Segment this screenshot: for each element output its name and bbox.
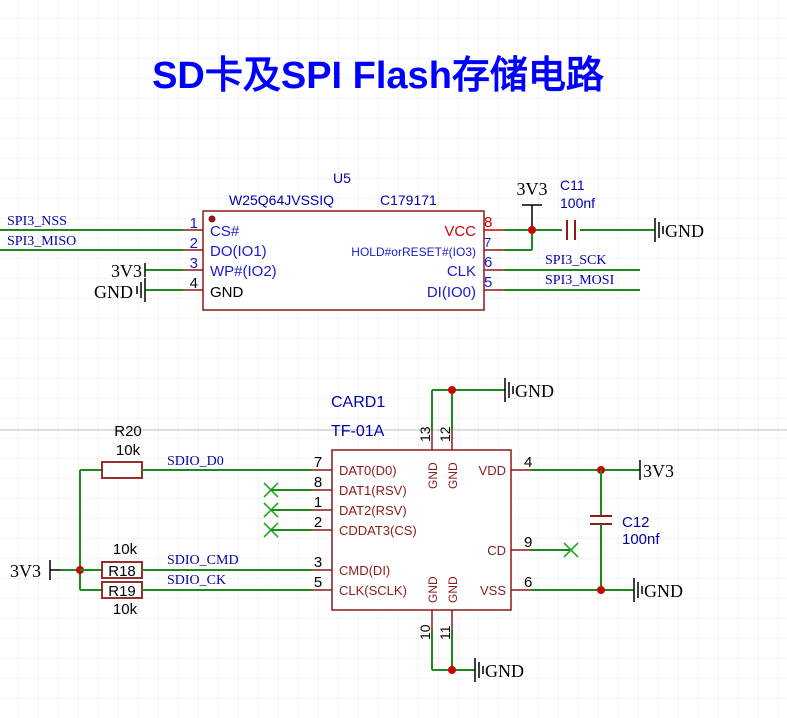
gnd-label: GND — [94, 282, 133, 302]
resistor-value: 10k — [116, 442, 141, 459]
flash-pin-num: 2 — [190, 235, 198, 252]
gnd-label: GND — [485, 661, 524, 681]
power-3v3-label: 3V3 — [111, 261, 142, 281]
card-pin-name: GND — [446, 576, 460, 603]
net-label-spi3-nss: SPI3_NSS — [7, 214, 67, 229]
junction-dot — [448, 386, 456, 394]
junction-dot — [597, 586, 605, 594]
no-connect-icon — [563, 542, 579, 558]
flash-pin-num: 6 — [484, 254, 492, 271]
ground-icon — [504, 378, 514, 402]
cap-ref: C11 — [560, 177, 585, 193]
resistor-ref: R18 — [108, 563, 136, 580]
card-pin-name: DAT1(RSV) — [339, 483, 407, 498]
ground-icon — [654, 218, 664, 242]
power-3v3-label: 3V3 — [517, 179, 548, 199]
flash-pin-num: 3 — [190, 255, 198, 272]
flash-part: W25Q64JVSSIQ — [229, 192, 334, 208]
pin1-marker — [208, 215, 216, 223]
capacitor-c11-icon[interactable] — [566, 220, 576, 240]
flash-pin-name: DI(IO0) — [427, 284, 476, 301]
flash-lcsc: C179171 — [380, 192, 437, 208]
cap-value: 100nf — [560, 195, 595, 211]
junction-dot — [448, 666, 456, 674]
flash-pin-name: VCC — [444, 223, 476, 240]
junction-dot — [528, 226, 536, 234]
card-pin-num: 2 — [314, 514, 322, 531]
gnd-label: GND — [644, 581, 683, 601]
flash-chip-body[interactable] — [202, 210, 485, 311]
power-3v3-label: 3V3 — [10, 561, 41, 581]
card-pin-name: CDDAT3(CS) — [339, 523, 417, 538]
resistor-value: 10k — [113, 601, 138, 618]
card-pin-num: 8 — [314, 474, 322, 491]
card-pin-num: 5 — [314, 574, 322, 591]
resistor-ref: R20 — [114, 423, 142, 440]
card-pin-name: CD — [487, 543, 506, 558]
card-pin-num: 1 — [314, 494, 322, 511]
flash-pin-num: 1 — [190, 215, 198, 232]
flash-section: U5 W25Q64JVSSIQ C179171 1 2 3 4 CS# DO(I… — [0, 170, 704, 311]
card-pin-num: 13 — [417, 426, 433, 442]
card-pin-num: 12 — [437, 426, 453, 442]
gnd-label: GND — [515, 381, 554, 401]
page-title: SD卡及SPI Flash存储电路 — [152, 55, 605, 97]
flash-pin-num: 5 — [484, 274, 492, 291]
net-label-sdio-ck: SDIO_CK — [167, 573, 226, 588]
card-pin-name: VDD — [479, 463, 506, 478]
flash-pin-name: WP#(IO2) — [210, 263, 277, 280]
flash-ref: U5 — [333, 170, 351, 186]
ground-icon — [474, 658, 484, 682]
flash-pin-name: GND — [210, 284, 244, 301]
resistor-r20-icon[interactable] — [101, 461, 143, 479]
card-part: TF-01A — [331, 423, 385, 440]
resistor-ref: R19 — [108, 583, 136, 600]
net-label-sdio-cmd: SDIO_CMD — [167, 553, 239, 568]
flash-pin-name: HOLD#orRESET#(IO3) — [351, 245, 476, 259]
card-section: CARD1 TF-01A 13 12 GND GND 10 11 GND GND… — [10, 378, 683, 682]
card-pin-num: 6 — [524, 574, 532, 591]
resistor-value: 10k — [113, 541, 138, 558]
ground-icon — [633, 578, 643, 602]
sd-card-socket-body[interactable] — [331, 449, 512, 611]
cap-value: 100nf — [622, 531, 660, 548]
cap-ref: C12 — [622, 514, 650, 531]
card-pin-name: CLK(SCLK) — [339, 583, 407, 598]
card-ref: CARD1 — [331, 394, 385, 411]
flash-pin-name: CLK — [447, 263, 476, 280]
card-pin-num: 9 — [524, 534, 532, 551]
gnd-label: GND — [665, 221, 704, 241]
flash-pin-name: DO(IO1) — [210, 243, 267, 260]
net-label-spi3-miso: SPI3_MISO — [7, 234, 76, 249]
flash-pin-num: 4 — [190, 275, 198, 292]
net-label-spi3-sck: SPI3_SCK — [545, 253, 606, 268]
card-pin-name: GND — [426, 576, 440, 603]
net-label-spi3-mosi: SPI3_MOSI — [545, 273, 615, 288]
power-3v3-label: 3V3 — [643, 461, 674, 481]
card-pin-num: 10 — [417, 624, 433, 640]
card-pin-num: 7 — [314, 454, 322, 471]
flash-pin-name: CS# — [210, 223, 240, 240]
flash-pin-num: 7 — [484, 235, 491, 250]
card-pin-num: 4 — [524, 454, 532, 471]
card-pin-name: DAT0(D0) — [339, 463, 397, 478]
flash-pin-num: 8 — [484, 214, 492, 231]
card-pin-name: CMD(DI) — [339, 563, 390, 578]
card-pin-num: 3 — [314, 554, 322, 571]
card-pin-name: GND — [426, 462, 440, 489]
card-pin-name: VSS — [480, 583, 506, 598]
ground-icon — [136, 278, 146, 302]
net-label-sdio-d0: SDIO_D0 — [167, 454, 224, 469]
card-pin-name: GND — [446, 462, 460, 489]
card-pin-name: DAT2(RSV) — [339, 503, 407, 518]
card-pin-num: 11 — [437, 625, 453, 640]
